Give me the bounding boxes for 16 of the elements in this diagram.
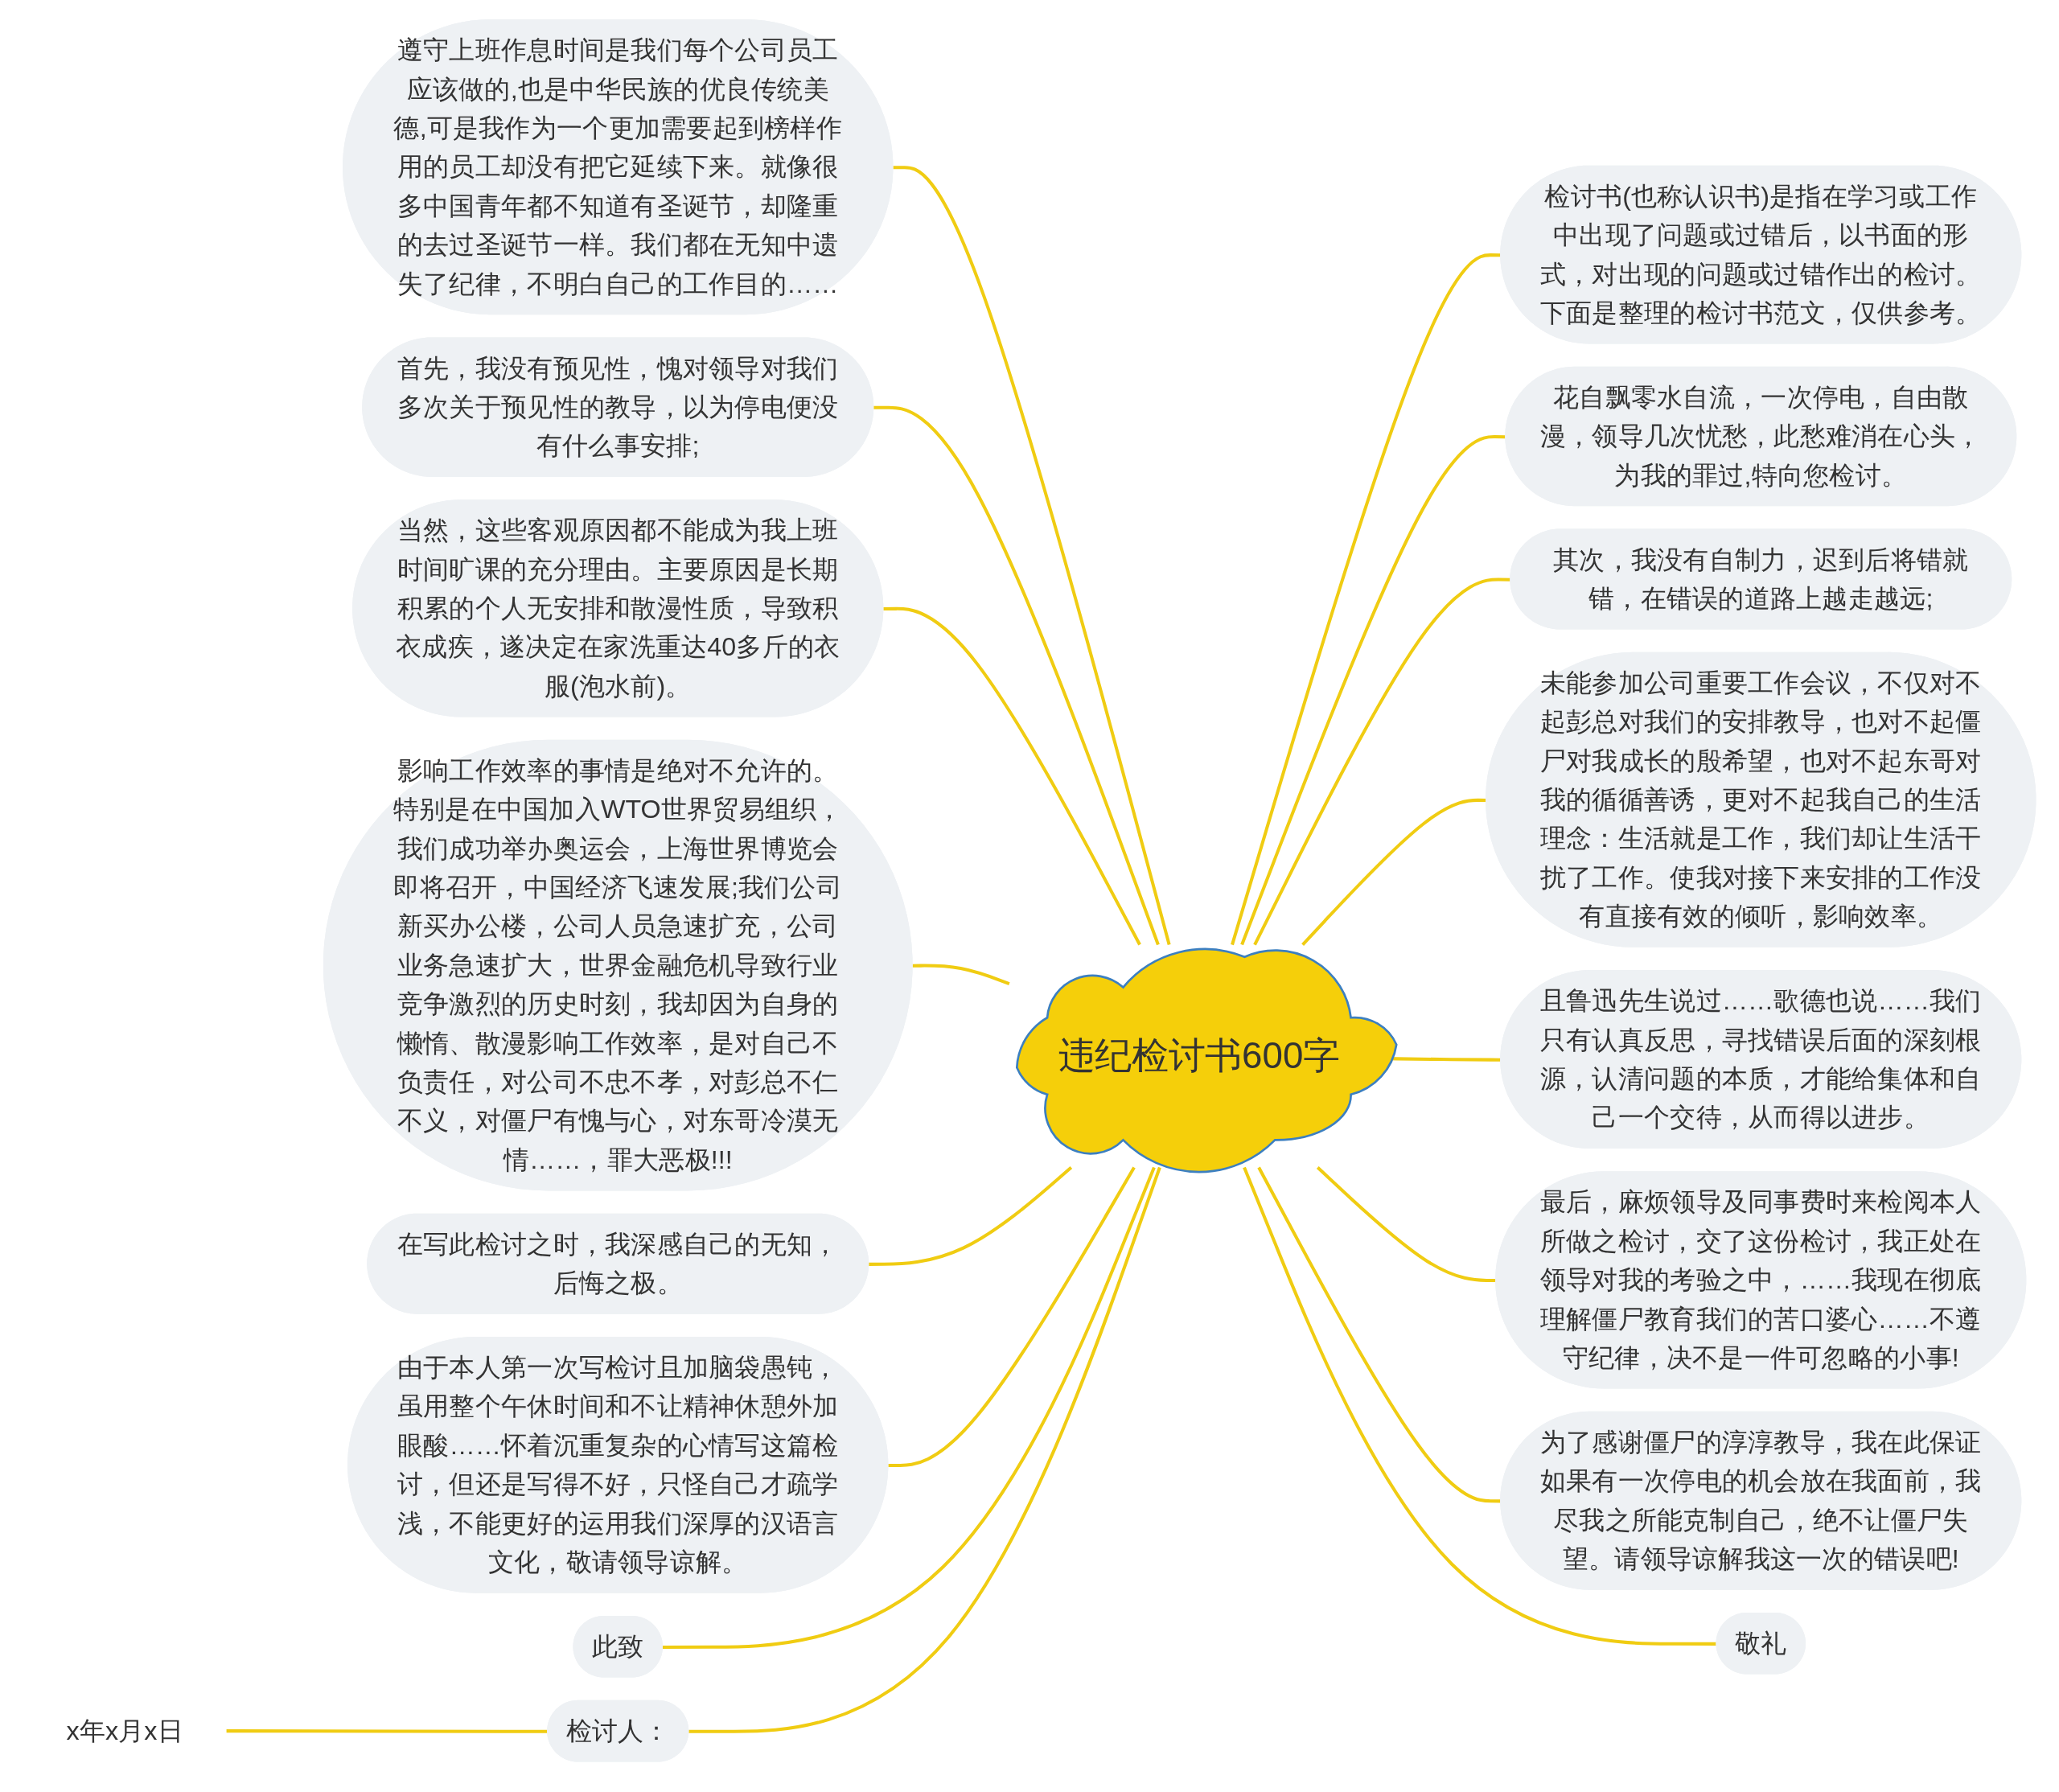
connector — [888, 1166, 1136, 1467]
connector — [1231, 253, 1502, 946]
connector — [1257, 1166, 1502, 1503]
connector — [883, 606, 1142, 946]
connector — [1301, 798, 1487, 946]
connector — [1317, 1166, 1497, 1283]
connector — [893, 166, 1171, 946]
connector — [226, 1729, 549, 1733]
node-text: x年x月x日 — [66, 1716, 184, 1745]
connector — [688, 1166, 1162, 1733]
connector — [1240, 435, 1506, 946]
connector — [663, 1166, 1157, 1649]
connector — [869, 1165, 1073, 1266]
connector — [873, 405, 1161, 946]
connector — [1253, 577, 1511, 946]
connector — [912, 964, 1010, 985]
